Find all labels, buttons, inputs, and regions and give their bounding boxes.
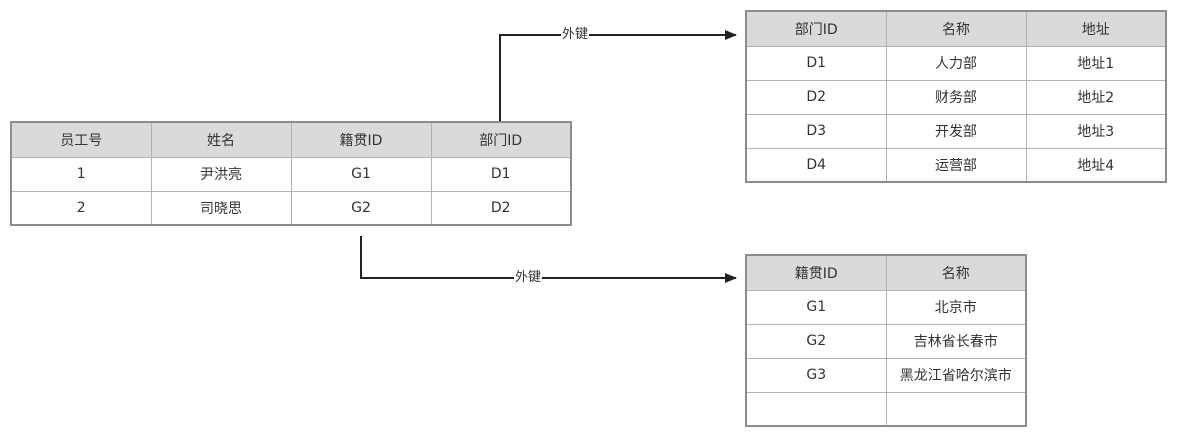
cell: D1: [745, 45, 887, 81]
table-row: [745, 391, 1027, 427]
cell: G2: [290, 190, 432, 226]
cell: [745, 391, 887, 427]
cell: 司晓思: [150, 190, 292, 226]
table-row: G1 北京市: [745, 289, 1027, 325]
origin-foreign-key-arrow: [360, 236, 737, 283]
cell: 开发部: [885, 113, 1027, 149]
cell: 运营部: [885, 147, 1027, 183]
employee-table: 员工号 姓名 籍贯ID 部门ID 1 尹洪亮 G1 D1 2 司晓思 G2 D2: [10, 121, 572, 226]
cell: [885, 391, 1027, 427]
cell: G1: [290, 156, 432, 192]
cell: G3: [745, 357, 887, 393]
cell: 地址2: [1025, 79, 1167, 115]
header-cell: 部门ID: [430, 121, 572, 158]
cell: 人力部: [885, 45, 1027, 81]
cell: G2: [745, 323, 887, 359]
cell: 地址3: [1025, 113, 1167, 149]
table-row: D1 人力部 地址1: [745, 45, 1167, 81]
table-row: 2 司晓思 G2 D2: [10, 190, 572, 226]
header-cell: 员工号: [10, 121, 152, 158]
cell: 北京市: [885, 289, 1027, 325]
cell: 吉林省长春市: [885, 323, 1027, 359]
origin-foreign-key-label: 外键: [514, 270, 543, 286]
department-table: 部门ID 名称 地址 D1 人力部 地址1 D2 财务部 地址2 D3 开发部 …: [745, 10, 1167, 183]
cell: D3: [745, 113, 887, 149]
table-row: G3 黑龙江省哈尔滨市: [745, 357, 1027, 393]
cell: 财务部: [885, 79, 1027, 115]
header-cell: 部门ID: [745, 10, 887, 47]
cell: 黑龙江省哈尔滨市: [885, 357, 1027, 393]
origin-table: 籍贯ID 名称 G1 北京市 G2 吉林省长春市 G3 黑龙江省哈尔滨市: [745, 254, 1027, 427]
header-cell: 名称: [885, 254, 1027, 291]
dept-foreign-key-label: 外键: [561, 27, 590, 43]
cell: G1: [745, 289, 887, 325]
dept-foreign-key-arrow: [499, 30, 737, 122]
table-header-row: 籍贯ID 名称: [745, 254, 1027, 291]
cell: D2: [430, 190, 572, 226]
header-cell: 名称: [885, 10, 1027, 47]
table-row: 1 尹洪亮 G1 D1: [10, 156, 572, 192]
header-cell: 姓名: [150, 121, 292, 158]
cell: 1: [10, 156, 152, 192]
table-row: D2 财务部 地址2: [745, 79, 1167, 115]
table-header-row: 员工号 姓名 籍贯ID 部门ID: [10, 121, 572, 158]
table-row: D3 开发部 地址3: [745, 113, 1167, 149]
table-row: G2 吉林省长春市: [745, 323, 1027, 359]
cell: D4: [745, 147, 887, 183]
header-cell: 地址: [1025, 10, 1167, 47]
cell: 地址1: [1025, 45, 1167, 81]
cell: 2: [10, 190, 152, 226]
cell: 尹洪亮: [150, 156, 292, 192]
cell: D1: [430, 156, 572, 192]
cell: D2: [745, 79, 887, 115]
table-header-row: 部门ID 名称 地址: [745, 10, 1167, 47]
cell: 地址4: [1025, 147, 1167, 183]
table-row: D4 运营部 地址4: [745, 147, 1167, 183]
header-cell: 籍贯ID: [290, 121, 432, 158]
header-cell: 籍贯ID: [745, 254, 887, 291]
